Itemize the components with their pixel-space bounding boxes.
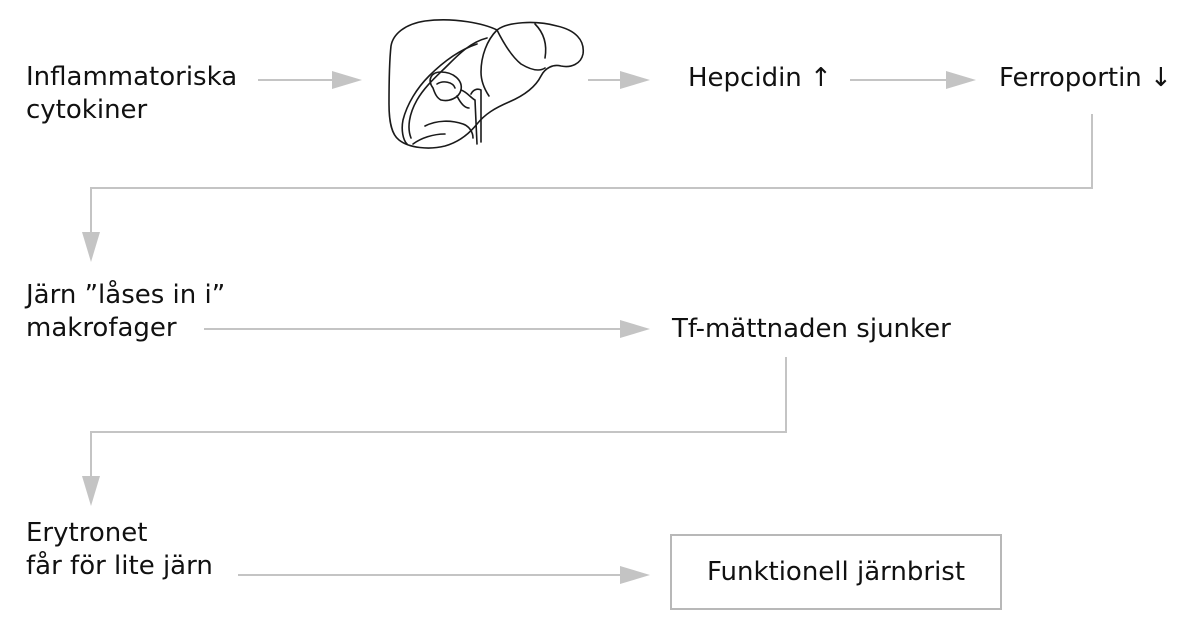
liver-icon <box>388 19 584 149</box>
node-cytokines-line1: Inflammatoriska <box>26 62 238 92</box>
connector-tf-to-erythron <box>90 357 787 476</box>
node-ferroportin: Ferroportin ↓ <box>999 63 1172 93</box>
node-result-label: Funktionell järnbrist <box>706 557 966 587</box>
arrowhead-result <box>620 566 650 584</box>
arrowhead-ferroportin <box>946 71 976 89</box>
node-tf-saturation: Tf-mättnaden sjunker <box>672 314 951 344</box>
node-erythron-line1: Erytronet <box>26 518 148 548</box>
node-result-box: Funktionell järnbrist <box>670 534 1002 610</box>
connector-ferroportin-to-iron <box>90 114 1093 232</box>
arrowhead-liver <box>332 71 362 89</box>
arrowhead-iron <box>82 232 100 262</box>
node-iron-locked-line1: Järn ”låses in i” <box>26 280 226 310</box>
arrowhead-hepcidin <box>620 71 650 89</box>
node-cytokines-line2: cytokiner <box>26 95 148 125</box>
node-cytokines: Inflammatoriska cytokiner <box>26 61 237 127</box>
node-erythron-line2: får för lite järn <box>26 551 213 581</box>
node-erythron: Erytronet får för lite järn <box>26 517 213 583</box>
arrowhead-erythron <box>82 476 100 506</box>
node-iron-locked-line2: makrofager <box>26 313 177 343</box>
node-iron-locked: Järn ”låses in i” makrofager <box>26 279 225 345</box>
node-hepcidin: Hepcidin ↑ <box>688 63 832 93</box>
arrowhead-tf <box>620 320 650 338</box>
